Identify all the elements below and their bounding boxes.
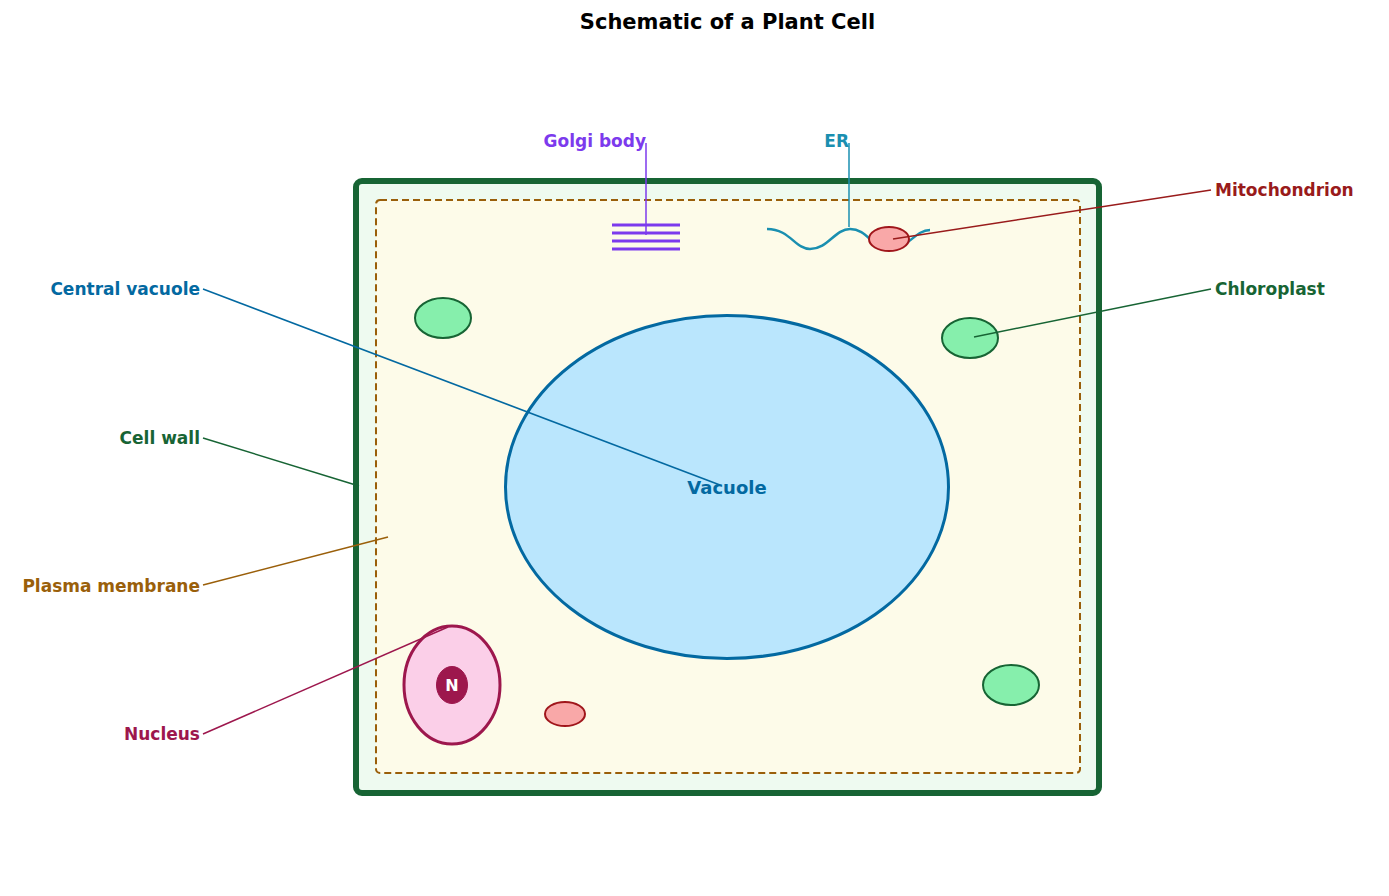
node-ellipse: [437, 667, 468, 704]
chloroplast: [983, 665, 1039, 705]
plasma-membrane: [376, 200, 1080, 773]
golgi-body: [612, 225, 680, 249]
node-label: N: [436, 666, 468, 704]
leader-line: [203, 289, 720, 485]
nucleus: [404, 626, 500, 744]
leader-line: [203, 537, 388, 585]
part-label: Central vacuole: [50, 279, 200, 299]
vacuole-ellipse: Vacuole: [504, 314, 950, 660]
mitochondrion: [869, 227, 909, 251]
part-label: Golgi body: [544, 131, 646, 151]
cell-wall: [356, 181, 1099, 793]
leader-line: [203, 627, 448, 734]
diagram-title: Schematic of a Plant Cell: [0, 12, 1389, 32]
leader-line: [645, 143, 647, 235]
node-label: Vacuole: [504, 314, 950, 660]
part-label: Mitochondrion: [1215, 180, 1354, 200]
leader-line: [974, 289, 1211, 337]
part-label: Chloroplast: [1215, 279, 1325, 299]
part-label: Cell wall: [120, 428, 200, 448]
leader-line: [848, 143, 850, 227]
leader-line: [893, 190, 1211, 239]
chloroplast: [415, 298, 471, 338]
part-label: Nucleus: [124, 724, 200, 744]
part-label: Plasma membrane: [22, 576, 200, 596]
nucleolus-ellipse: N: [436, 666, 468, 704]
leader-line: [203, 438, 359, 486]
mitochondrion: [545, 702, 585, 726]
chloroplast: [942, 318, 998, 358]
part-label: ER: [824, 131, 849, 151]
